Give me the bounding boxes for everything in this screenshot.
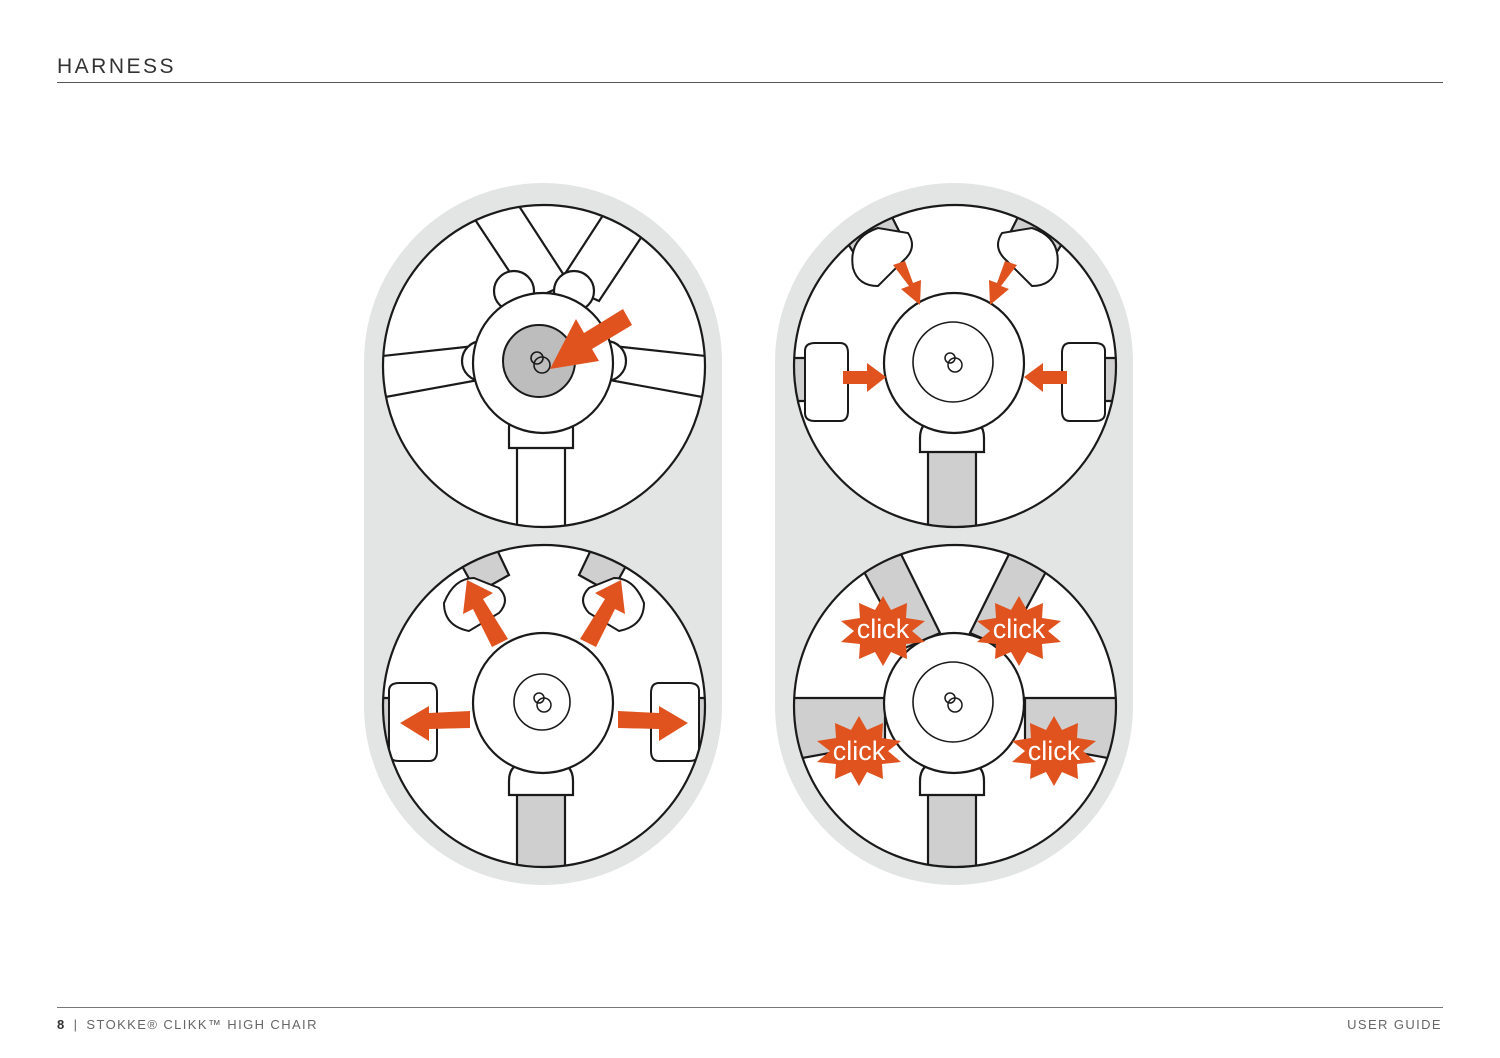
footer-divider — [57, 1007, 1443, 1008]
click-label: click — [1028, 736, 1081, 766]
product-name: STOKKE® CLIKK™ HIGH CHAIR — [86, 1017, 318, 1032]
arrow-down-left-icon — [989, 261, 1017, 305]
page-number: 8 — [57, 1017, 66, 1032]
arrow-insert-icons — [843, 261, 1067, 392]
arrow-right-icon — [618, 706, 688, 741]
harness-panel-release — [364, 183, 722, 885]
click-burst-bottom-left: click — [817, 716, 901, 786]
click-label: click — [857, 614, 910, 644]
arrow-left-icon — [1024, 363, 1067, 392]
arrow-down-right-icon — [893, 261, 921, 305]
page-title: HARNESS — [57, 55, 177, 78]
arrow-up-right-icon — [580, 580, 625, 647]
step-buckles-click: click click click click — [792, 543, 1118, 869]
arrow-pull-out-icons — [400, 580, 688, 741]
click-burst-bottom-right: click — [1012, 716, 1096, 786]
arrow-press-icon — [550, 309, 632, 369]
header-divider — [57, 82, 1443, 83]
step-press-release-button — [381, 203, 707, 529]
document-type: USER GUIDE — [1347, 1017, 1442, 1032]
arrow-right-icon — [843, 363, 886, 392]
click-label: click — [993, 614, 1046, 644]
click-burst-top-right: click — [977, 596, 1061, 666]
step-insert-buckles — [792, 203, 1118, 529]
footer-left: 8 | STOKKE® CLIKK™ HIGH CHAIR — [57, 1017, 318, 1032]
harness-panel-fasten: click click click click — [775, 183, 1133, 885]
footer-separator: | — [73, 1017, 79, 1032]
click-label: click — [833, 736, 886, 766]
arrow-up-left-icon — [463, 580, 508, 647]
click-burst-top-left: click — [841, 596, 925, 666]
arrow-left-icon — [400, 706, 470, 741]
